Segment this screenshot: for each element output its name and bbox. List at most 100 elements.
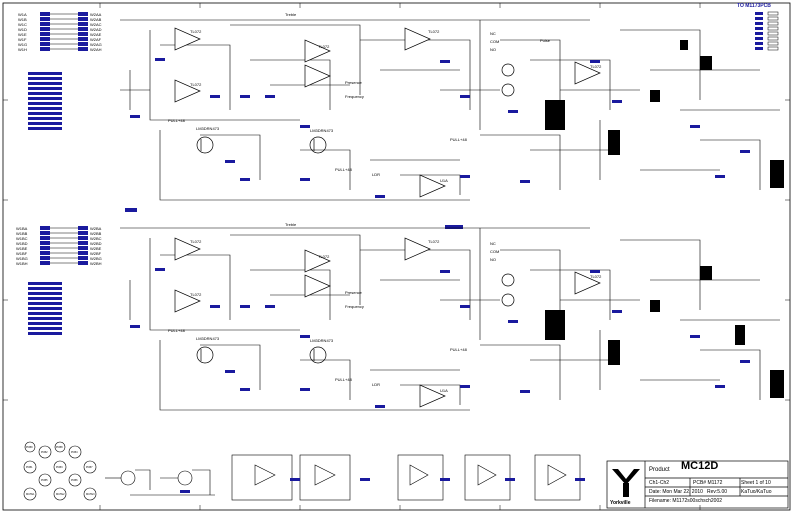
power-label: PCB1 <box>26 466 33 469</box>
switch-label: PULL+48 <box>450 347 468 352</box>
opamp-label: TL072 <box>428 29 440 34</box>
switch-label: PULL+48 <box>168 328 186 333</box>
opamp-label: TL072 <box>318 254 330 259</box>
ch-a-out-7: W2AG <box>90 42 102 47</box>
ch-b-out-3: W2BC <box>90 236 102 241</box>
power-label: PCB8 <box>56 446 63 449</box>
opamp-label: TL072 <box>190 29 202 34</box>
transistor-label: LM3DRN473 <box>310 338 334 343</box>
ch-b-out-2: W2BB <box>90 231 102 236</box>
power-symbols <box>23 441 97 501</box>
ch-b-in-4: W1BD <box>16 241 28 246</box>
jack-label: NO <box>490 47 496 52</box>
ch-a-in-3: W1C <box>18 22 27 27</box>
opamp-label: TL072 <box>590 274 602 279</box>
channel-b-wiring <box>120 227 780 411</box>
opamp-label: TL072 <box>590 64 602 69</box>
treble-label: Treble <box>285 12 297 17</box>
jack-label: COM <box>490 249 499 254</box>
frequency-label: Frequency <box>345 94 364 99</box>
ch-a-in-4: W1D <box>18 27 27 32</box>
jack-label: NO <box>490 257 496 262</box>
ch-b-in-1: W1BA <box>16 226 28 231</box>
opamp-symbol <box>174 27 201 51</box>
opamp-label: U1A <box>440 178 448 183</box>
power-label: PCB6 <box>71 479 78 482</box>
logo-text: Yorkville <box>610 500 631 506</box>
power-label: MUTE3 <box>86 493 95 496</box>
switch-label: PULL+48 <box>168 118 186 123</box>
author: KaTuo/KaTuo <box>741 489 772 495</box>
opamp-symbol <box>174 289 201 313</box>
ch-b-out-1: W2BA <box>90 226 102 231</box>
power-label: PCB2 <box>41 451 48 454</box>
channel-b-io-labels: W1BA W1BB W1BC W1BD W1BE W1BF W1BG W1BH … <box>16 226 102 266</box>
channel-a-wiring <box>120 19 780 201</box>
bottom-transistor-stage <box>105 469 215 496</box>
channel-a-value-tags <box>130 58 750 229</box>
ch-a-in-7: W1G <box>18 42 27 47</box>
opamp-symbol <box>304 64 331 88</box>
ch-a-out-2: W2AB <box>90 17 102 22</box>
jack-label: COM <box>490 39 499 44</box>
channel-a-io-labels: W1A W1B W1C W1D W1E W1F W1G W1H W2AA W2A… <box>18 12 102 52</box>
ch-a-out-8: W2AH <box>90 47 102 52</box>
ch-b-in-2: W1BB <box>16 231 28 236</box>
power-label: MUTE2 <box>56 493 65 496</box>
ch-a-out-5: W2AE <box>90 32 102 37</box>
border-ticks <box>3 3 790 510</box>
power-label: PCB9 <box>26 446 33 449</box>
treble-label: Treble <box>285 222 297 227</box>
ch-a-in-1: W1A <box>18 12 27 17</box>
jack-label: NC <box>490 241 496 246</box>
ch-a-in-2: W1B <box>18 17 27 22</box>
transistor-label: LM3DRN473 <box>196 126 220 131</box>
opamp-label: TL072 <box>190 82 202 87</box>
switch-label: PULL+48 <box>335 377 353 382</box>
opamp-symbol <box>574 61 601 85</box>
title-block: Product MC12D Ch1-Ch2 PCB# M1172 Sheet 1… <box>645 461 788 508</box>
channel-b-opamps <box>174 237 601 408</box>
bottom-filter-stages <box>231 454 581 501</box>
power-label: PCB3 <box>56 466 63 469</box>
ch-a-out-1: W2AA <box>90 12 102 17</box>
opamp-symbol <box>419 384 446 408</box>
ch-b-out-8: W2BH <box>90 261 102 266</box>
ch-b-in-5: W1BE <box>16 246 28 251</box>
opamp-label: TL072 <box>318 44 330 49</box>
frequency-label: Frequency <box>345 304 364 309</box>
opamp-symbol <box>174 237 201 261</box>
revision-date: Date: Mon Mar 22, 2010 <box>649 489 703 495</box>
jack-label: NC <box>490 31 496 36</box>
ch-b-out-5: W2BE <box>90 246 102 251</box>
ch-b-in-8: W1BH <box>16 261 28 266</box>
switch-label: PULL+48 <box>335 167 353 172</box>
ldr-label: LDR <box>372 172 380 177</box>
ch-a-out-6: W2AF <box>90 37 102 42</box>
pcb-number: PCB# M1172 <box>693 480 723 486</box>
product-name: MC12D <box>681 460 719 472</box>
company-logo: Yorkville <box>608 463 644 507</box>
channel-a-part-labels: TL072 TL072 TL072 TL072 TL072 LM3DRN473 … <box>168 12 602 183</box>
bottom-value-tags <box>125 208 585 493</box>
opamp-symbol <box>404 237 431 261</box>
ch-a-in-6: W1F <box>18 37 27 42</box>
power-label: MUTE1 <box>26 493 35 496</box>
transistor-label: LM3DRN473 <box>196 336 220 341</box>
product-label: Product <box>649 467 670 473</box>
ch-a-out-4: W2AD <box>90 27 102 32</box>
channel-a-opamps <box>174 27 601 198</box>
to-board-connector <box>755 12 763 50</box>
power-symbol-labels: PCB1 PCB2 PCB3 PCB4 PCB5 PCB6 PCB7 PCB8 … <box>26 446 95 496</box>
power-label: PCB4 <box>71 451 78 454</box>
revision-number: Rev:5.00 <box>707 489 728 495</box>
opamp-label: TL072 <box>190 292 202 297</box>
switch-label: PULL+48 <box>450 137 468 142</box>
opamp-symbol <box>304 39 331 63</box>
title-block-frame <box>606 460 789 509</box>
channel-b-transistors <box>196 273 515 364</box>
sheet-number: Sheet 1 of 10 <box>741 480 771 486</box>
channel-b-right-blocks <box>545 266 784 398</box>
to-board-boxes <box>767 11 779 51</box>
